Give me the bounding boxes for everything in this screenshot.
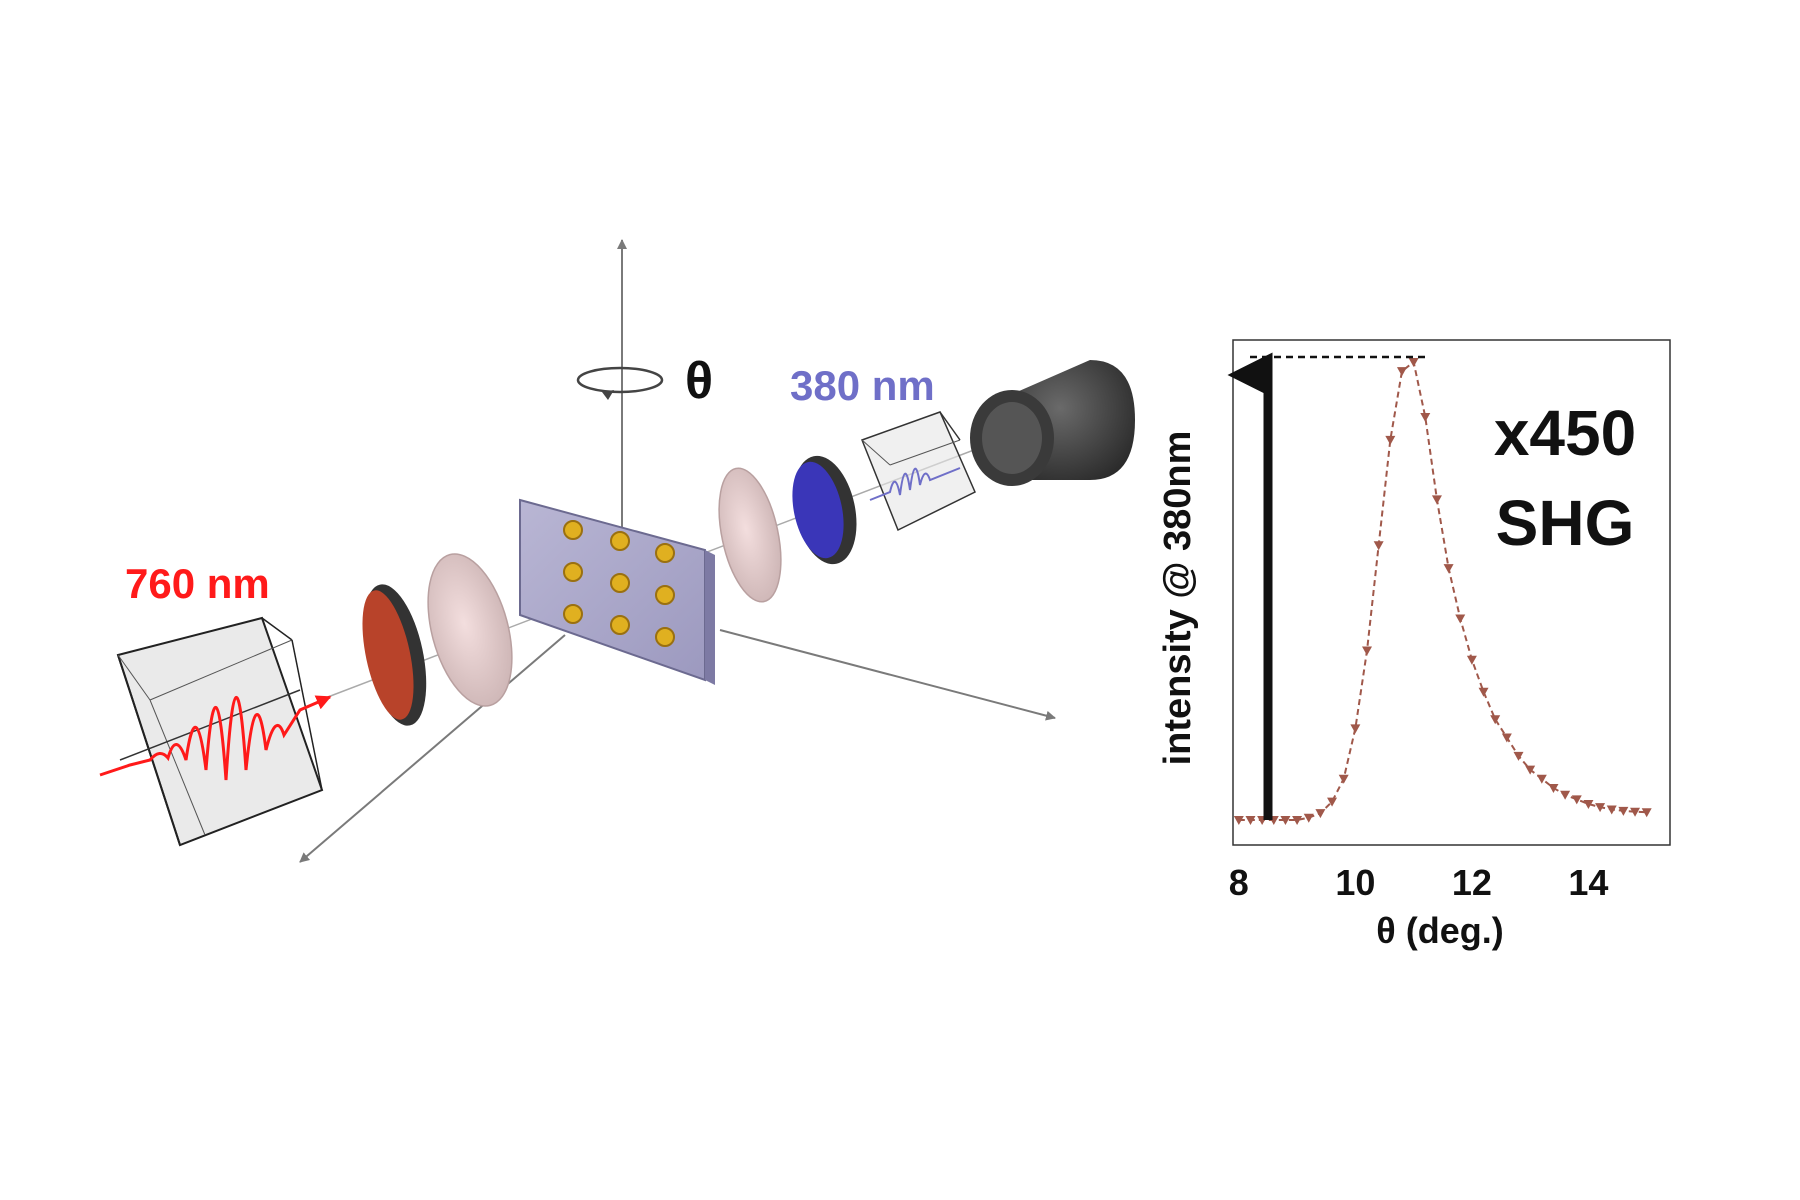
- data-point: [1327, 797, 1338, 807]
- gold-nanoantennas: [563, 520, 675, 647]
- data-point: [1280, 816, 1291, 825]
- input-pulse-wave: [99, 695, 332, 781]
- data-point: [1350, 724, 1361, 734]
- output-pulse-wave: [869, 467, 961, 501]
- data-point: [1571, 795, 1582, 805]
- rotation-arrow-icon: [576, 366, 664, 400]
- data-point: [1525, 765, 1536, 775]
- data-point: [1455, 614, 1466, 624]
- data-point: [1466, 655, 1477, 665]
- data-point: [1233, 816, 1244, 825]
- data-point: [1292, 816, 1303, 825]
- data-point: [1548, 783, 1559, 793]
- input-pulse-cube: [116, 616, 324, 847]
- data-point: [1630, 807, 1641, 817]
- output-wavelength-label: 380 nm: [790, 362, 935, 409]
- x-tick-label: 10: [1335, 862, 1375, 903]
- plot-frame: [1232, 339, 1671, 846]
- input-wavelength-label: 760 nm: [125, 560, 270, 607]
- data-point: [1560, 790, 1571, 800]
- data-point: [1618, 806, 1629, 816]
- y-axis-label: intensity @ 380nm: [1157, 431, 1199, 766]
- red-filter: [362, 584, 427, 726]
- data-point: [1536, 774, 1547, 784]
- data-point: [1478, 687, 1489, 697]
- data-point: [1513, 751, 1524, 761]
- series-line: [1238, 360, 1647, 821]
- data-point: [1245, 816, 1256, 825]
- x-tick-label: 12: [1452, 862, 1492, 903]
- output-pulse-cube: [861, 411, 976, 532]
- data-point: [1443, 564, 1454, 574]
- shg-label: SHG: [1496, 487, 1635, 559]
- blue-filter: [792, 455, 857, 565]
- data-point: [1501, 733, 1512, 743]
- enhancement-factor: x450: [1494, 397, 1636, 469]
- x-ticks: 8 10 12 14: [1229, 862, 1609, 903]
- data-point: [1595, 803, 1606, 813]
- data-point: [1490, 715, 1501, 725]
- focusing-lens: [427, 553, 513, 707]
- theta-label: θ: [685, 352, 713, 410]
- data-point: [1373, 541, 1384, 551]
- axis-right: [719, 629, 1056, 721]
- x-tick-label: 8: [1229, 862, 1249, 903]
- data-point: [1385, 435, 1396, 445]
- data-point: [1362, 646, 1373, 656]
- data-point: [1606, 805, 1617, 815]
- data-point: [1315, 809, 1326, 819]
- data-point: [1338, 774, 1349, 784]
- data-point: [1396, 367, 1407, 377]
- x-tick-label: 14: [1568, 862, 1608, 903]
- data-point: [1641, 808, 1652, 818]
- data-point: [1431, 495, 1442, 505]
- x-axis-label: θ (deg.): [1376, 910, 1503, 951]
- data-point: [1583, 799, 1594, 809]
- axis-front-left: [299, 634, 566, 863]
- sample-plate: [519, 498, 715, 685]
- detector-icon: [970, 360, 1135, 486]
- collimating-lens: [718, 467, 782, 603]
- data-point: [1303, 813, 1314, 823]
- data-point: [1408, 358, 1419, 367]
- data-point: [1420, 412, 1431, 422]
- series-marks: [1233, 358, 1652, 825]
